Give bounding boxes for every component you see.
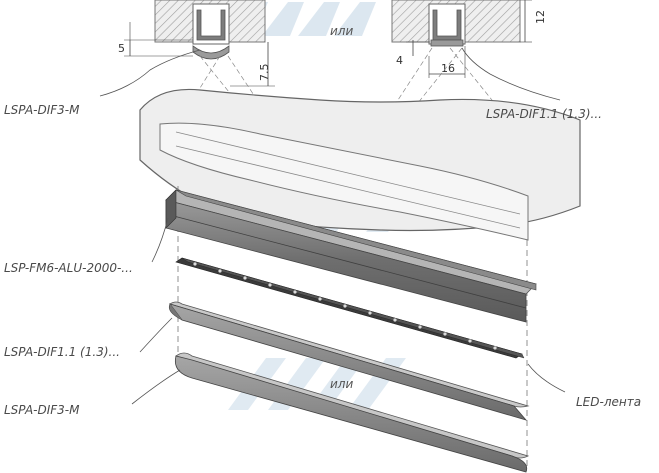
- section-left: [124, 0, 275, 87]
- label-led-strip: LED-лента: [576, 395, 641, 409]
- label-lspa-dif11-top: LSPA-DIF1.1 (1.3)...: [486, 107, 602, 121]
- led-strip: [175, 257, 525, 359]
- aluminium-profile: [165, 189, 537, 323]
- dim-4: 4: [396, 54, 403, 67]
- diffuser-dif3-m: [174, 352, 530, 473]
- label-lsp-fm6: LSP-FM6-ALU-2000-...: [4, 261, 133, 275]
- dim-12: 12: [534, 10, 547, 24]
- dim-16: 16: [441, 62, 455, 75]
- section-right: [391, 0, 532, 78]
- label-lspa-dif3-m-bottom: LSPA-DIF3-M: [4, 403, 80, 417]
- diffuser-dif11: [168, 301, 530, 421]
- assembly-lines: [177, 186, 528, 470]
- label-lspa-dif11-bottom: LSPA-DIF1.1 (1.3)...: [4, 345, 120, 359]
- or-bottom-label: или: [330, 377, 353, 391]
- furniture-panel: [139, 88, 581, 241]
- profile-left: [196, 9, 226, 41]
- dim-7-5: 7.5: [258, 64, 271, 82]
- led-chips: [193, 262, 497, 350]
- or-top-label: или: [330, 24, 353, 38]
- leader-lines: [99, 47, 566, 405]
- diffuser-dif3-m-section: [192, 45, 230, 60]
- diffuser-dif11-section: [430, 39, 464, 47]
- dim-5: 5: [118, 42, 125, 55]
- label-lspa-dif3-m-top: LSPA-DIF3-M: [4, 103, 80, 117]
